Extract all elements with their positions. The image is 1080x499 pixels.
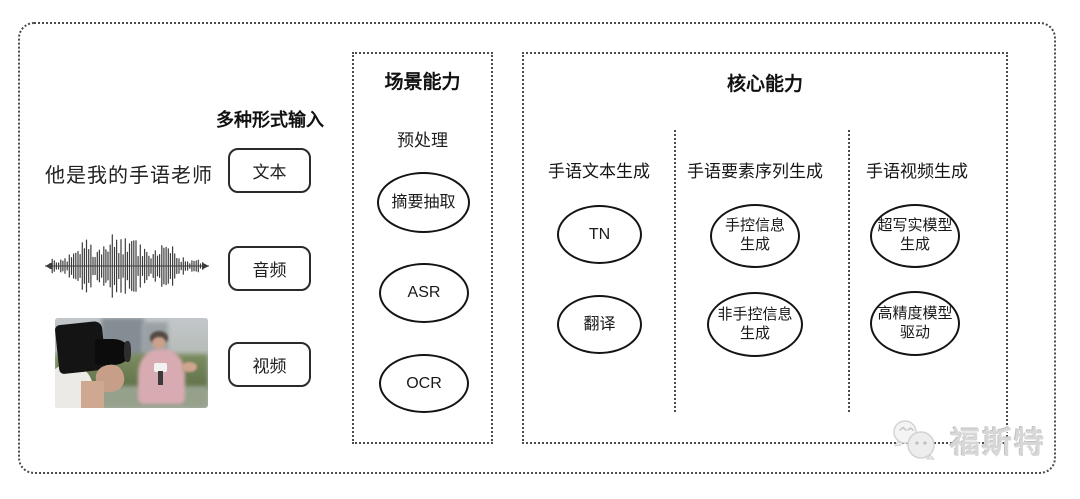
node-nonmanual-info-generation: 非手控信息 生成 (707, 292, 803, 357)
column-header-text-generation: 手语文本生成 (548, 162, 650, 181)
core-box-title: 核心能力 (726, 74, 803, 95)
input-type-box-text: 文本 (228, 148, 311, 193)
input-type-box-video: 视频 (228, 342, 311, 387)
core-capability-box: 核心能力 手语文本生成 手语要素序列生成 手语视频生成 TN 翻译 手控信息 生… (522, 52, 1008, 444)
sample-sentence-text: 他是我的手语老师 (45, 165, 213, 187)
input-type-box-audio: 音频 (228, 246, 311, 291)
input-type-label-audio: 音频 (252, 261, 287, 280)
column-divider-1 (674, 130, 676, 412)
audio-waveform-icon (44, 228, 210, 304)
node-high-precision-model-driving: 高精度模型 驱动 (870, 291, 960, 356)
outer-dotted-frame (18, 22, 1056, 474)
thumb-reporter-face (152, 336, 166, 349)
input-type-label-text: 文本 (252, 163, 287, 182)
column-header-video-generation: 手语视频生成 (866, 162, 968, 181)
node-summary-extraction: 摘要抽取 (377, 172, 470, 233)
node-ocr: OCR (379, 354, 469, 413)
watermark-text: 福斯特 (950, 427, 1046, 460)
scene-box-title: 场景能力 (384, 72, 461, 93)
node-asr: ASR (379, 263, 469, 323)
watermark: 福斯特 (888, 416, 1046, 464)
node-hyperrealistic-model-generation: 超写实模型 生成 (870, 204, 960, 268)
node-translation: 翻译 (557, 295, 642, 354)
scene-box-subtitle: 预处理 (397, 131, 448, 150)
node-tn: TN (557, 205, 642, 264)
input-type-label-video: 视频 (252, 357, 287, 376)
column-header-element-sequence-generation: 手语要素序列生成 (687, 162, 823, 181)
input-section-label: 多种形式输入 (216, 110, 324, 130)
thumb-microphone (154, 363, 167, 372)
node-manual-info-generation: 手控信息 生成 (710, 204, 800, 268)
audio-waveform-svg (45, 234, 209, 298)
scene-capability-box: 场景能力 预处理 摘要抽取 ASR OCR (352, 52, 493, 444)
column-divider-2 (848, 130, 850, 412)
thumb-cameraman-arm (81, 381, 104, 408)
thumb-microphone-stick (158, 371, 163, 385)
watermark-logo-icon (893, 420, 936, 460)
video-thumbnail (55, 318, 208, 408)
thumb-camera-lens-ring (123, 341, 131, 363)
thumb-reporter-hand (181, 362, 198, 372)
